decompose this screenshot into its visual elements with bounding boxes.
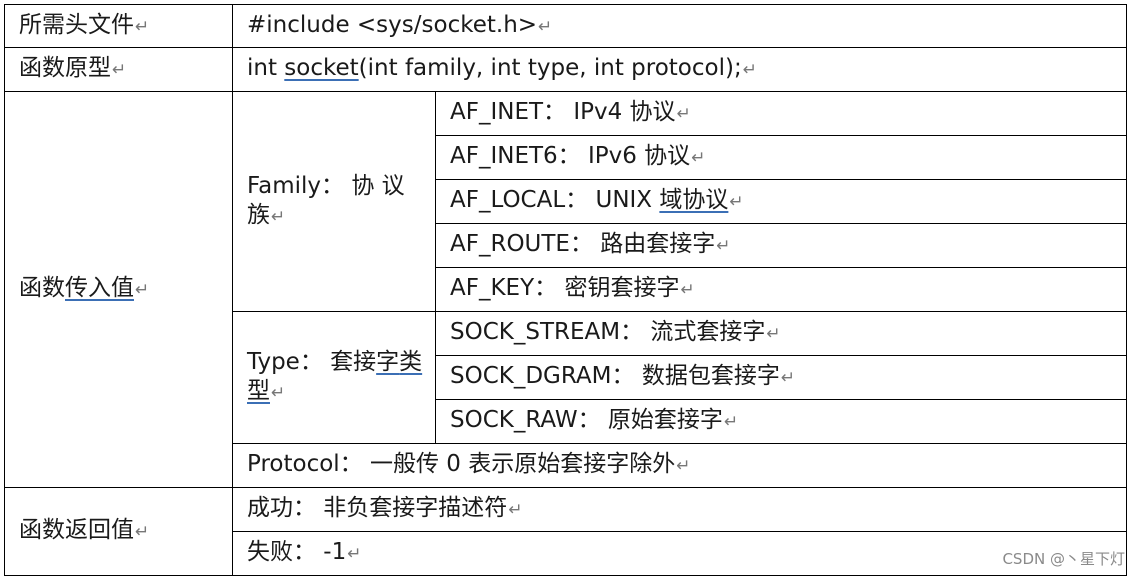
cell-family-item: AF_KEY： 密钥套接字↵: [434, 267, 1128, 312]
type-item-sock-dgram: SOCK_DGRAM： 数据包套接字: [450, 363, 780, 389]
paragraph-mark: ↵: [271, 206, 286, 227]
cell-protocol: Protocol： 一般传 0 表示原始套接字除外↵: [231, 443, 1128, 488]
row-family-5: AF_KEY： 密钥套接字↵: [5, 267, 1128, 312]
cell-family-item: AF_INET： IPv4 协议↵: [434, 91, 1128, 136]
paragraph-mark: ↵: [729, 192, 744, 212]
csdn-watermark: CSDN @丶星下灯: [1002, 550, 1125, 568]
paragraph-mark: ↵: [112, 60, 127, 80]
cell-type-item: SOCK_RAW： 原始套接字↵: [434, 399, 1128, 444]
row-return-failure: 失败： -1↵: [5, 531, 1128, 576]
cell-header-file-value: #include <sys/socket.h>↵: [231, 4, 1128, 48]
family-item-af-local-prefix: AF_LOCAL： UNIX: [450, 187, 660, 213]
header-file-label: 所需头文件: [19, 11, 134, 38]
paragraph-mark: ↵: [691, 148, 706, 168]
family-item-af-local-underlined: 域协议: [659, 187, 729, 213]
type-item-sock-raw: SOCK_RAW： 原始套接字: [450, 407, 723, 433]
prototype-prefix: int: [247, 55, 285, 81]
cell-prototype-value: int socket(int family, int type, int pro…: [231, 47, 1128, 92]
protocol-text: Protocol： 一般传 0 表示原始套接字除外: [247, 451, 676, 477]
paragraph-mark: ↵: [135, 522, 150, 542]
return-failure: 失败： -1: [247, 539, 347, 565]
row-family-3: AF_LOCAL： UNIX 域协议↵: [5, 179, 1128, 224]
row-header-file: 所需头文件↵ #include <sys/socket.h>↵: [4, 4, 1128, 48]
paragraph-mark: ↵: [538, 16, 553, 37]
family-item-af-key: AF_KEY： 密钥套接字: [450, 275, 680, 301]
paragraph-mark: ↵: [780, 368, 796, 388]
cell-prototype-label: 函数原型↵: [4, 47, 233, 92]
paragraph-mark: ↵: [716, 236, 731, 256]
type-label-b: 字: [376, 348, 400, 375]
row-return-success: 函数返回值↵ 成功： 非负套接字描述符↵: [4, 487, 1128, 576]
cell-family-label: Family： 协 议 族↵: [232, 91, 436, 312]
cell-header-file-label: 所需头文件↵: [4, 4, 233, 48]
paragraph-mark: ↵: [676, 104, 691, 124]
return-success: 成功： 非负套接字描述符: [247, 495, 508, 521]
paragraph-mark: ↵: [742, 60, 757, 80]
cell-family-item: AF_ROUTE： 路由套接字↵: [434, 223, 1128, 268]
type-item-sock-stream: SOCK_STREAM： 流式套接字: [450, 319, 766, 345]
header-file-value: #include <sys/socket.h>: [247, 11, 538, 38]
paragraph-mark: ↵: [135, 280, 150, 300]
cell-family-item: AF_LOCAL： UNIX 域协议↵: [434, 179, 1128, 224]
row-type-1: Type： 套接字类型↵ SOCK_STREAM： 流式套接字↵: [5, 311, 1128, 444]
row-prototype: 函数原型↵ int socket(int family, int type, i…: [4, 47, 1128, 92]
family-item-af-route: AF_ROUTE： 路由套接字: [450, 231, 716, 257]
cell-type-item: SOCK_DGRAM： 数据包套接字↵: [434, 355, 1128, 400]
prototype-suffix: (int family, int type, int protocol);: [358, 55, 742, 81]
paragraph-mark: ↵: [508, 500, 523, 520]
socket-api-table: 所需头文件↵ #include <sys/socket.h>↵ 函数原型↵ in…: [4, 4, 1128, 576]
paragraph-mark: ↵: [723, 412, 739, 432]
prototype-func-name: socket: [284, 55, 359, 81]
paragraph-mark: ↵: [766, 324, 781, 344]
paragraph-mark: ↵: [680, 280, 695, 300]
row-protocol: Protocol： 一般传 0 表示原始套接字除外↵: [5, 443, 1128, 488]
paragraph-mark: ↵: [347, 544, 362, 564]
cell-return-success: 成功： 非负套接字描述符↵: [231, 487, 1128, 532]
family-item-af-inet6: AF_INET6： IPv6 协议: [450, 143, 691, 169]
cell-type-item: SOCK_STREAM： 流式套接字↵: [434, 311, 1128, 356]
cell-params-label: 函数传入值↵: [4, 91, 233, 488]
row-family-4: AF_ROUTE： 路由套接字↵: [5, 223, 1128, 268]
cell-return-failure: 失败： -1↵: [231, 531, 1128, 576]
cell-type-label: Type： 套接字类型↵: [232, 311, 436, 444]
row-family-1: 函数传入值↵ Family： 协 议 族↵ AF_INET： IPv4 协议↵: [4, 91, 1128, 488]
row-type-3: SOCK_RAW： 原始套接字↵: [5, 399, 1128, 444]
paragraph-mark: ↵: [271, 382, 286, 403]
params-label-a: 函数: [19, 275, 65, 301]
type-label-a: Type： 套接: [247, 348, 377, 375]
type-label-c: 类型: [247, 348, 423, 404]
paragraph-mark: ↵: [676, 456, 691, 476]
returns-label: 函数返回值: [19, 517, 134, 543]
cell-returns-label: 函数返回值↵: [4, 487, 233, 576]
params-label-b: 传入值: [65, 275, 134, 301]
family-item-af-inet: AF_INET： IPv4 协议: [450, 99, 676, 125]
family-label: Family： 协 议 族: [247, 172, 405, 228]
paragraph-mark: ↵: [135, 16, 150, 37]
cell-family-item: AF_INET6： IPv6 协议↵: [434, 135, 1128, 180]
prototype-label: 函数原型: [19, 55, 111, 81]
row-type-2: SOCK_DGRAM： 数据包套接字↵: [5, 355, 1128, 400]
